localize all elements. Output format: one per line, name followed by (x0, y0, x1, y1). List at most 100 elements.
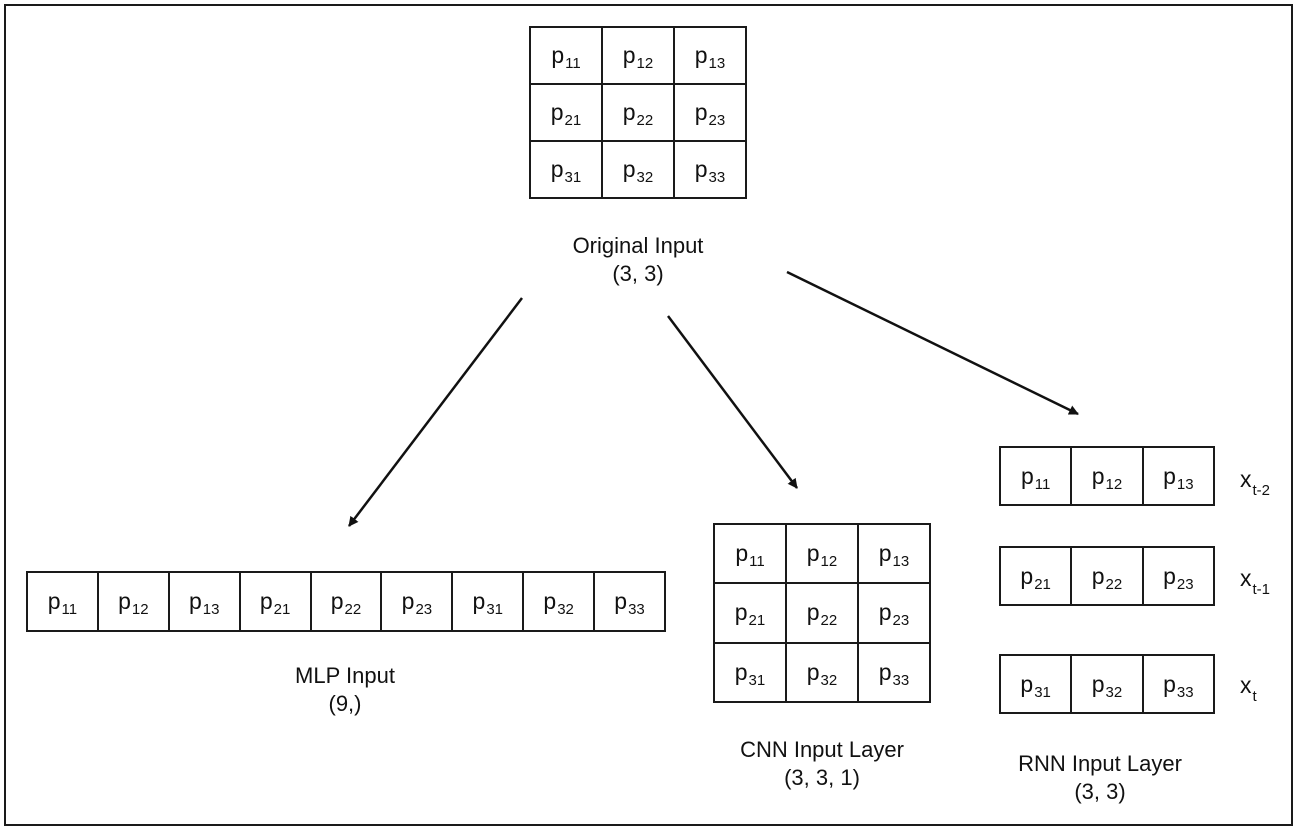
cell-symbol: p (1020, 562, 1034, 589)
rnn-input-label: RNN Input Layer (3, 3) (990, 750, 1210, 806)
cell-index: 33 (1176, 683, 1194, 701)
cell-index: 12 (820, 553, 838, 571)
cell-symbol: p (188, 588, 202, 614)
cell-symbol: p (1163, 462, 1176, 489)
cell-symbol: p (878, 599, 892, 626)
cell-symbol: p (622, 156, 636, 182)
rnn-step-label: xt-1 (1240, 565, 1270, 598)
cell-symbol: p (806, 599, 820, 626)
cell-index: 12 (131, 601, 149, 618)
cell-index: 33 (708, 169, 726, 186)
cell-index: 31 (486, 601, 504, 618)
cell-index: 31 (1034, 683, 1051, 701)
cell-symbol: p (734, 658, 748, 685)
cell-symbol: p (472, 588, 486, 614)
cell-symbol: p (878, 540, 892, 567)
cell-symbol: p (878, 658, 892, 685)
cell-index: 11 (61, 601, 78, 618)
cell-index: 33 (628, 601, 645, 618)
step-symbol: x (1240, 466, 1252, 492)
cell-index: 21 (564, 112, 582, 129)
cell-index: 13 (202, 601, 220, 618)
mlp-input-shape: (9,) (328, 691, 362, 716)
cell-symbol: p (1163, 562, 1176, 589)
cell-index: 11 (1034, 475, 1051, 493)
original-input-label: Original Input (3, 3) (538, 232, 738, 288)
cell-index: 21 (748, 612, 766, 630)
rnn-step-label: xt-2 (1240, 466, 1270, 499)
cell-symbol: p (622, 42, 636, 68)
cell-symbol: p (806, 540, 820, 567)
cell-index: 11 (565, 55, 581, 72)
diagram-frame (4, 4, 1293, 826)
cell-index: 11 (749, 553, 765, 571)
cell-index: 32 (820, 671, 838, 689)
cell-index: 22 (820, 612, 838, 630)
cell-symbol: p (1091, 462, 1105, 489)
step-index: t-1 (1252, 581, 1271, 598)
cell-index: 21 (273, 601, 291, 618)
step-index: t-2 (1252, 482, 1271, 499)
cell-symbol: p (401, 588, 415, 614)
cell-index: 21 (1034, 575, 1051, 593)
cnn-input-label: CNN Input Layer (3, 3, 1) (712, 736, 932, 792)
cell-index: 13 (708, 55, 726, 72)
cell-index: 32 (557, 601, 574, 618)
cell-symbol: p (1163, 670, 1176, 697)
cell-index: 22 (1105, 575, 1123, 593)
cell-symbol: p (734, 599, 748, 626)
step-symbol: x (1240, 565, 1252, 591)
cnn-input-title: CNN Input Layer (740, 737, 904, 762)
cell-symbol: p (543, 588, 557, 614)
cell-symbol: p (614, 588, 628, 614)
cell-symbol: p (622, 99, 636, 125)
cell-index: 22 (344, 601, 362, 618)
cell-index: 31 (564, 169, 582, 186)
cell-index: 23 (1176, 575, 1194, 593)
cell-symbol: p (551, 42, 565, 68)
rnn-input-title: RNN Input Layer (1018, 751, 1182, 776)
rnn-step-label: xt (1240, 674, 1257, 705)
mlp-input-label: MLP Input (9,) (245, 662, 445, 718)
cell-symbol: p (806, 658, 820, 685)
cnn-input-shape: (3, 3, 1) (784, 765, 860, 790)
step-index: t (1252, 688, 1257, 705)
cell-symbol: p (694, 156, 708, 182)
rnn-input-shape: (3, 3) (1074, 779, 1126, 804)
cell-symbol: p (694, 42, 708, 68)
cell-symbol: p (1091, 670, 1105, 697)
cell-symbol: p (1091, 562, 1105, 589)
cell-index: 12 (1105, 475, 1123, 493)
cell-index: 23 (415, 601, 433, 618)
cell-index: 13 (892, 553, 910, 571)
cell-symbol: p (330, 588, 344, 614)
cell-index: 31 (748, 671, 766, 689)
